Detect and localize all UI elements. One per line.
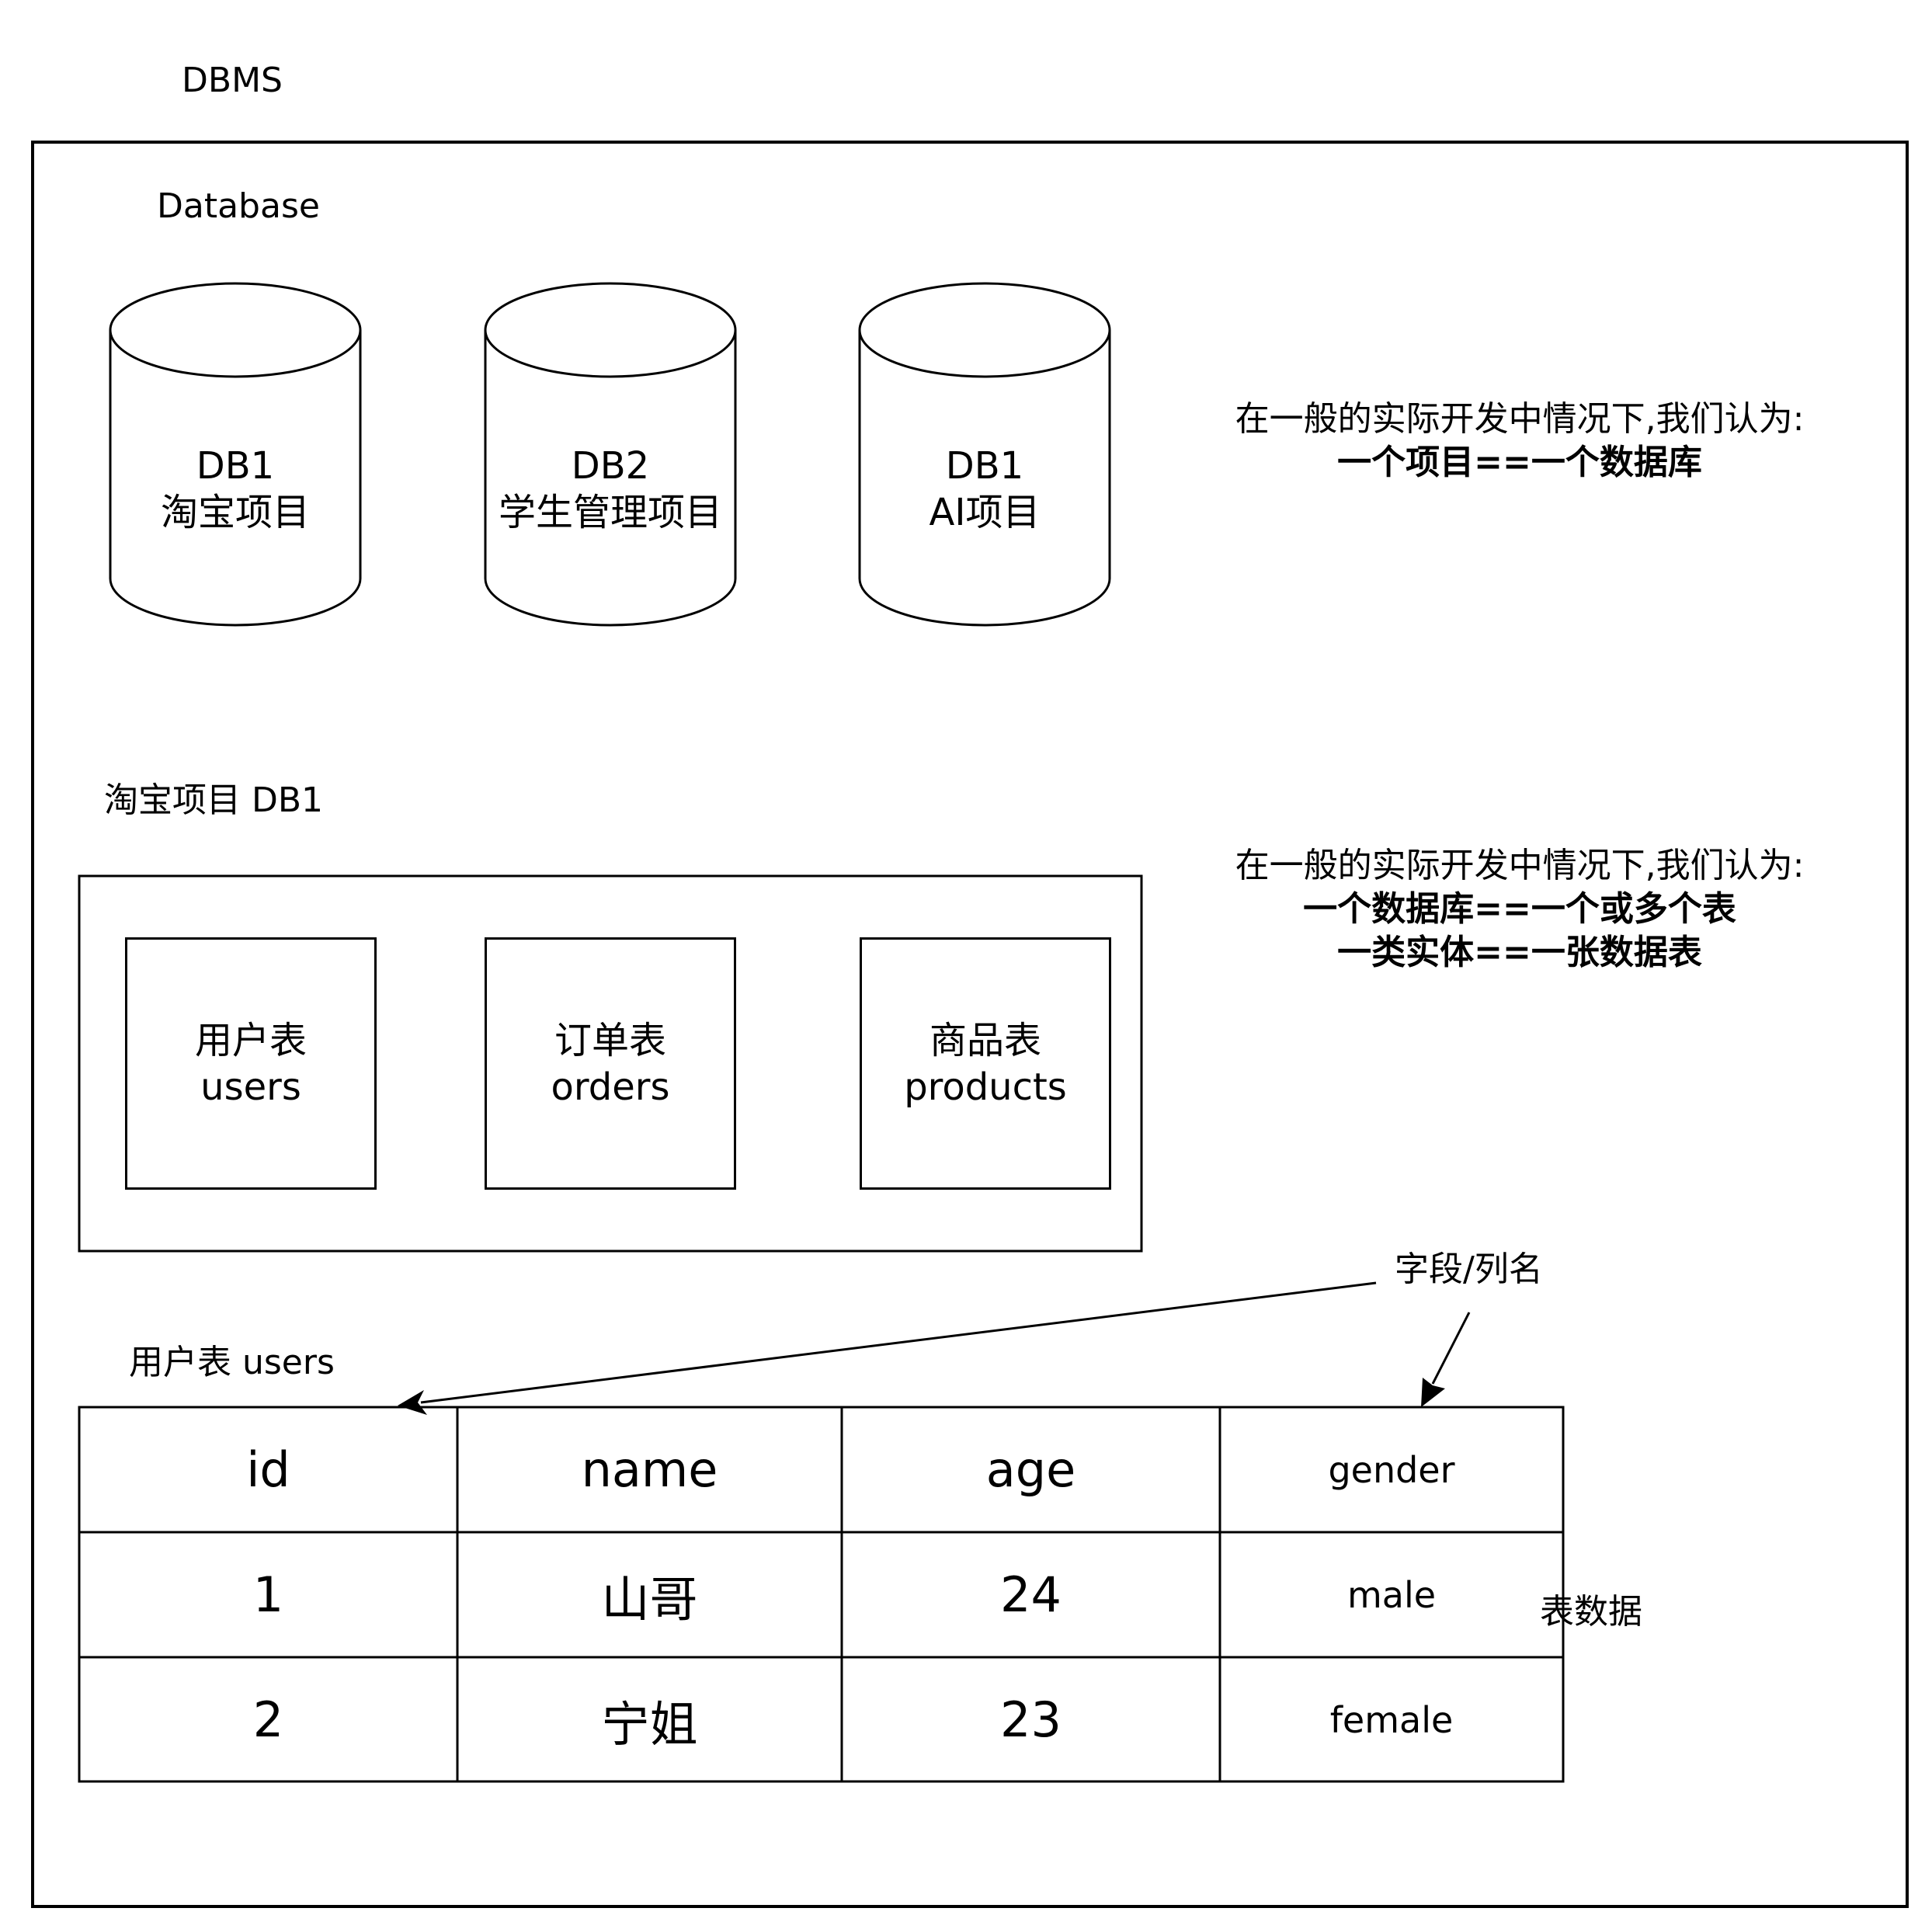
table-cell: 山哥: [601, 1570, 698, 1628]
header-cell-name: name: [581, 1441, 718, 1498]
table-cell: 23: [1000, 1691, 1062, 1748]
table-cell: 1: [252, 1566, 284, 1623]
note-line-bold: 一个项目==一个数据库: [1337, 443, 1702, 482]
header-cell-gender: gender: [1328, 1448, 1455, 1491]
note-line: 在一般的实际开发中情况下,我们认为:: [1235, 399, 1805, 439]
table-cn-name: 订单表: [554, 1018, 666, 1062]
note-line-bold: 一类实体==一张数据表: [1337, 933, 1702, 972]
db1-section-label: 淘宝项目 DB1: [104, 780, 324, 820]
field-arrow-2: [1421, 1312, 1471, 1407]
table-box-products: 商品表 products: [860, 937, 1111, 1190]
table-en-name: products: [904, 1065, 1067, 1109]
table-cn-name: 用户表: [194, 1018, 307, 1062]
table-cell: male: [1346, 1573, 1437, 1616]
db-label-2: DB2 学生管理项目: [485, 435, 735, 544]
table-cell: 24: [1000, 1566, 1062, 1623]
note-line: 在一般的实际开发中情况下,我们认为:: [1235, 846, 1805, 885]
table-cell: 宁姐: [601, 1695, 698, 1753]
db-project: 学生管理项目: [498, 491, 722, 534]
table-en-name: orders: [551, 1065, 670, 1109]
db-cylinder-1: [109, 282, 362, 627]
dbms-frame: [31, 141, 1909, 1908]
note-line-bold: 一个数据库==一个或多个表: [1303, 889, 1736, 929]
users-table-grid: [78, 1406, 1565, 1783]
db-name: DB1: [945, 444, 1024, 488]
table-cell: 2: [252, 1691, 284, 1748]
db-cylinder-3: [858, 282, 1111, 627]
table-cell: female: [1329, 1698, 1454, 1741]
db-label-1: DB1 淘宝项目: [110, 435, 360, 544]
table-box-users: 用户表 users: [125, 937, 377, 1190]
db-name: DB1: [196, 444, 275, 488]
note-database-table: 在一般的实际开发中情况下,我们认为: 一个数据库==一个或多个表 一类实体==一…: [1131, 844, 1908, 975]
db1-container: [78, 874, 1143, 1253]
db-project: AI项目: [929, 491, 1041, 534]
db-name: DB2: [571, 444, 650, 488]
db-cylinder-2: [484, 282, 737, 627]
users-table-label: 用户表 users: [129, 1343, 335, 1382]
header-cell-id: id: [246, 1441, 290, 1498]
note-project-database: 在一般的实际开发中情况下,我们认为: 一个项目==一个数据库: [1131, 398, 1908, 485]
field-arrow-1: [398, 1281, 1377, 1415]
header-cell-age: age: [985, 1441, 1076, 1498]
db-project: 淘宝项目: [160, 491, 310, 534]
table-cn-name: 商品表: [929, 1018, 1041, 1062]
database-label: Database: [157, 186, 320, 226]
table-data-label: 表数据: [1540, 1592, 1642, 1632]
db-label-3: DB1 AI项目: [860, 435, 1110, 544]
dbms-label: DBMS: [182, 61, 283, 100]
table-en-name: users: [200, 1065, 301, 1109]
table-box-orders: 订单表 orders: [485, 937, 736, 1190]
field-label: 字段/列名: [1395, 1250, 1543, 1289]
